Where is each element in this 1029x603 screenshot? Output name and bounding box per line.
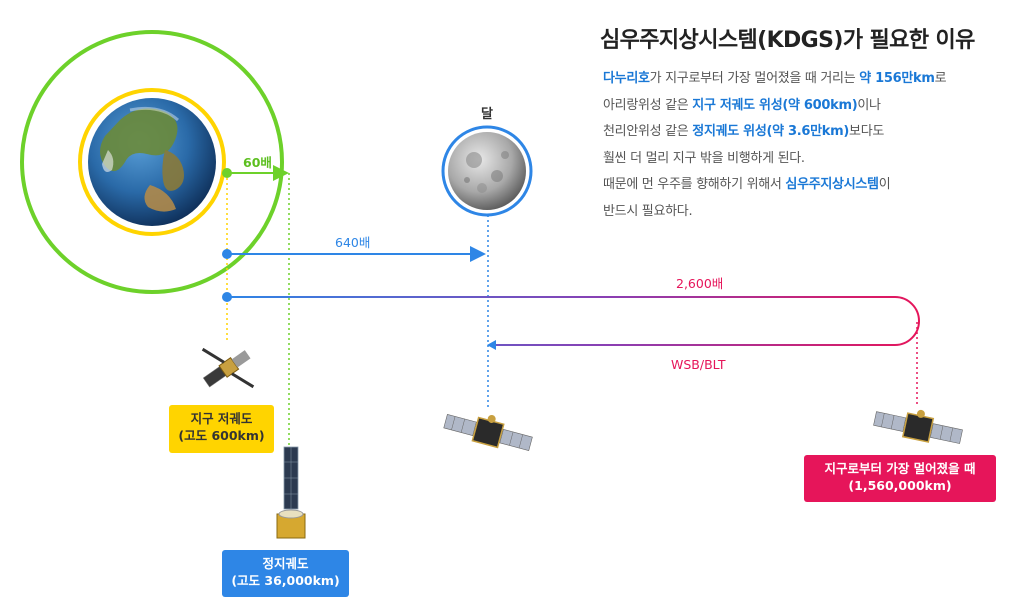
description-line-1: 다누리호가 지구로부터 가장 멀어졌을 때 거리는 약 156만km로: [603, 71, 947, 86]
geo-highlight: 정지궤도 위성(약 3.6만km): [692, 124, 850, 139]
return-path-label: WSB/BLT: [671, 357, 726, 372]
danuri-far-satellite-icon: [873, 409, 963, 444]
far-ratio-path: [227, 296, 920, 346]
leo-orbit-box: 지구 저궤도 (고도 600km): [169, 405, 274, 453]
far-box-line-2: (1,560,000km): [848, 478, 952, 493]
description-line-6: 반드시 필요하다.: [603, 203, 693, 219]
far-ratio-label: 2,600배: [676, 276, 724, 291]
description-line-2: 아리랑위성 같은 지구 저궤도 위성(약 600km)이나: [603, 97, 881, 113]
moon-icon: [448, 132, 526, 210]
earth-icon: [88, 98, 216, 226]
geo-ratio-label: 60배: [243, 155, 272, 170]
geo-box-line-1: 정지궤도: [262, 556, 309, 571]
kdgs-highlight: 심우주지상시스템: [785, 177, 879, 192]
geo-orbit-box: 정지궤도 (고도 36,000km): [222, 550, 349, 597]
return-arrowhead: [487, 340, 496, 350]
moon-ring: [441, 125, 533, 217]
leo-box-line-1: 지구 저궤도: [190, 411, 253, 426]
page-title: 심우주지상시스템(KDGS)가 필요한 이유: [600, 28, 975, 53]
geo-box-line-2: (고도 36,000km): [231, 573, 340, 588]
far-box-line-1: 지구로부터 가장 멀어졌을 때: [824, 461, 976, 476]
geo-orbit-ring: [20, 30, 284, 294]
leo-box-line-2: (고도 600km): [178, 428, 265, 443]
leo-highlight: 지구 저궤도 위성(약 600km): [692, 97, 858, 113]
description-line-3: 천리안위성 같은 정지궤도 위성(약 3.6만km)보다도: [603, 124, 885, 139]
description-line-4: 훨씬 더 멀리 지구 밖을 비행하게 된다.: [603, 150, 805, 166]
leo-satellite-icon: [201, 347, 255, 389]
geo-satellite-icon: [276, 446, 306, 539]
moon-ratio-label: 640배: [335, 235, 371, 250]
danuri-highlight: 다누리호: [603, 71, 650, 86]
farthest-point-box: 지구로부터 가장 멀어졌을 때 (1,560,000km): [804, 455, 996, 502]
moon-label: 달: [481, 107, 493, 122]
distance-highlight: 약 156만km: [859, 71, 935, 86]
danuri-moon-satellite-icon: [443, 413, 533, 451]
description: 다누리호가 지구로부터 가장 멀어졌을 때 거리는 약 156만km로 아리랑위…: [603, 66, 1023, 225]
leo-orbit-ring: [78, 88, 226, 236]
description-line-5: 때문에 먼 우주를 향해하기 위해서 심우주지상시스템이: [603, 177, 891, 192]
